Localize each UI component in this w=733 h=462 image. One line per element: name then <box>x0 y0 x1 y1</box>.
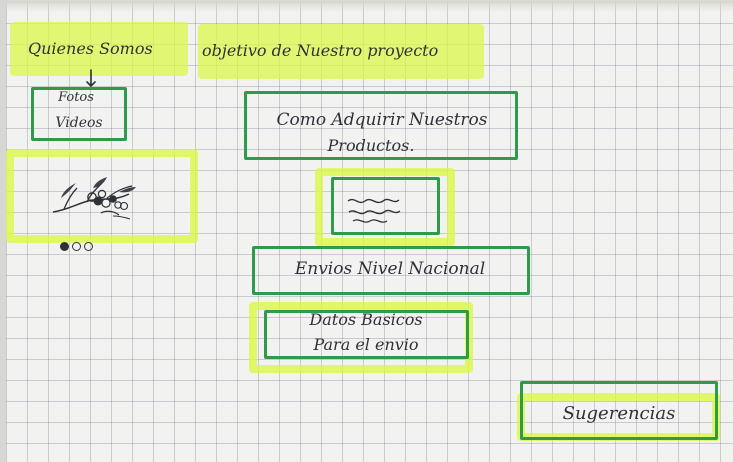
carousel-dot-2[interactable] <box>72 242 81 251</box>
products-title-line-1: Como Adquirir Nuestros <box>276 110 488 130</box>
media-icon-highlight <box>315 168 455 246</box>
media-icon-box[interactable] <box>331 177 440 235</box>
image-carousel-highlight <box>6 149 198 243</box>
products-title-line-2: Productos. <box>327 136 415 155</box>
suggestions-title: Sugerencias <box>562 403 676 424</box>
about-link[interactable]: Quienes Somos <box>28 39 153 58</box>
connector-arrow-icon <box>86 69 96 88</box>
suggestions-box[interactable] <box>520 381 718 440</box>
carousel-dot-3[interactable] <box>84 242 93 251</box>
carousel-dot-1[interactable] <box>60 242 69 251</box>
shipping-data-highlight <box>249 302 473 373</box>
media-videos-label: Videos <box>55 115 103 131</box>
shipping-data-line-1: Datos Basicos <box>309 310 423 329</box>
paper-tear-edge <box>0 0 733 12</box>
paper-left-edge <box>0 0 6 462</box>
wave-lines-icon <box>347 198 401 223</box>
media-photos-label: Fotos <box>58 90 94 105</box>
objective-link[interactable]: objetivo de Nuestro proyecto <box>202 41 439 60</box>
about-highlight <box>10 22 188 76</box>
shipping-data-line-2: Para el envio <box>313 335 419 354</box>
media-box[interactable] <box>31 87 127 141</box>
shipping-title: Envios Nivel Nacional <box>294 259 486 279</box>
objective-highlight <box>198 24 484 79</box>
flower-illustration-icon <box>52 177 136 220</box>
shipping-data-box[interactable] <box>264 310 469 359</box>
products-box[interactable] <box>244 91 518 160</box>
shipping-box[interactable] <box>252 246 530 295</box>
